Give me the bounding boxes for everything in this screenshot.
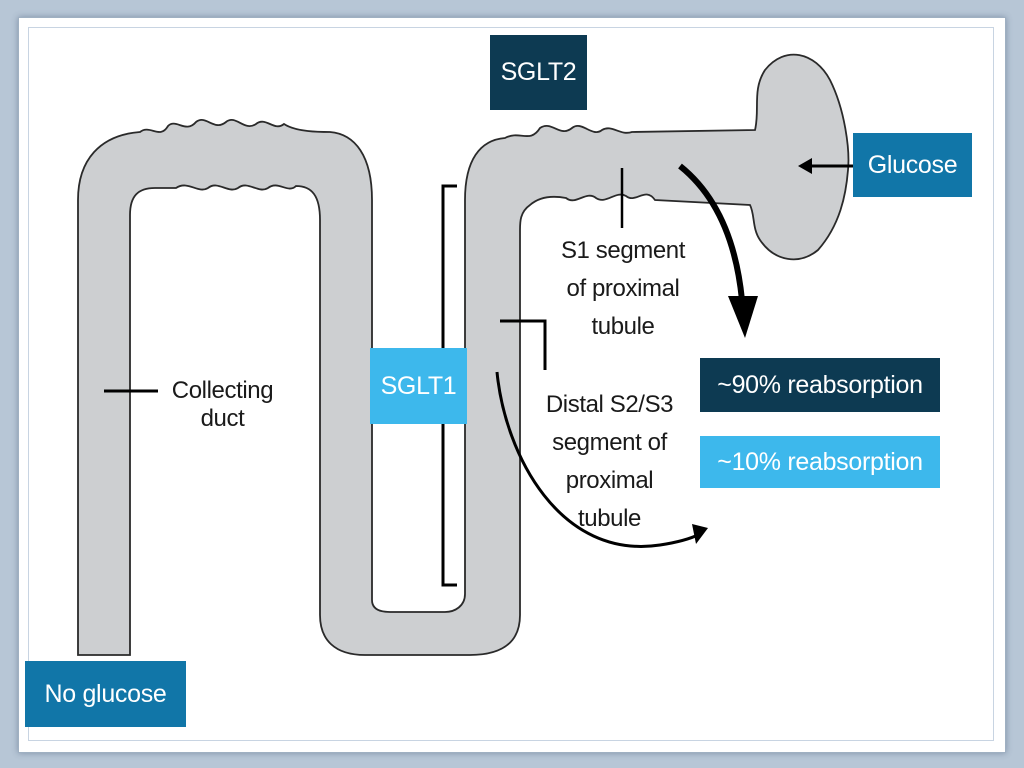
s1-segment-line-3: tubule [591, 313, 655, 340]
reabsorption-90-arrow [678, 163, 745, 301]
distal-segment-line-4: tubule [578, 505, 641, 532]
collecting-duct-line-1: Collecting [171, 377, 274, 404]
reabsorption-90-arrowhead [728, 296, 758, 338]
slide-inner-border [28, 27, 994, 741]
reabsorption-10-arrowhead [692, 524, 708, 544]
reabsorption-10-arrow [495, 371, 701, 548]
s1-segment-line-2: of proximal [566, 275, 680, 302]
no-glucose-box: No glucose [25, 661, 186, 727]
collecting-duct-label: Collecting duct [160, 377, 285, 433]
distal-pointer [500, 319, 547, 370]
reabsorption-90-box: ~90% reabsorption [700, 358, 940, 412]
collecting-duct-line-2: duct [200, 405, 245, 432]
s1-segment-label: S1 segment of proximal tubule [538, 232, 708, 346]
collecting-duct-tubule [77, 53, 850, 656]
reabsorption-10-box: ~10% reabsorption [700, 436, 940, 488]
distal-segment-line-1: Distal S2/S3 [545, 391, 674, 418]
distal-segment-label: Distal S2/S3 segment of proximal tubule [527, 386, 692, 538]
glucose-inflow-arrowhead [798, 158, 812, 174]
s1-segment-line-1: S1 segment [560, 237, 686, 264]
glucose-box: Glucose [853, 133, 972, 197]
sglt1-box: SGLT1 [370, 348, 467, 424]
distal-segment-line-2: segment of [552, 429, 667, 456]
distal-segment-line-3: proximal [565, 467, 654, 494]
sglt2-box: SGLT2 [490, 35, 587, 110]
